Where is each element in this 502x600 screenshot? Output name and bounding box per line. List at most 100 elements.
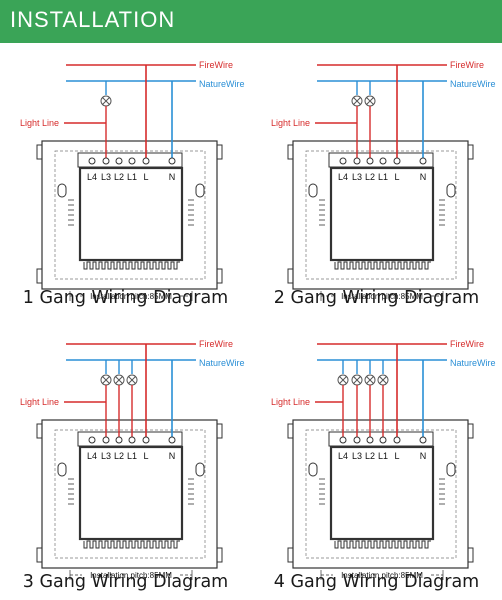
page-title: INSTALLATION — [10, 7, 176, 32]
mount-tab — [287, 268, 294, 284]
inner-frame — [54, 150, 206, 280]
comb-teeth — [83, 540, 180, 549]
mount-tab — [287, 144, 294, 160]
switch-module — [78, 445, 184, 541]
terminal-label-l3: L3 — [352, 172, 362, 182]
comb-teeth — [83, 261, 180, 270]
lamp-cross — [379, 376, 387, 384]
terminal-screw — [339, 157, 347, 165]
switch-module — [329, 445, 435, 541]
terminal-screw — [353, 436, 361, 444]
terminal-screw — [379, 436, 387, 444]
terminal-label-l: L — [143, 172, 148, 182]
terminal-label-l1: L1 — [127, 451, 137, 461]
inner-frame — [54, 429, 206, 559]
terminal-label-l2: L2 — [365, 451, 375, 461]
terminal-label-l1: L1 — [378, 172, 388, 182]
mount-tab — [36, 268, 43, 284]
terminal-screw — [366, 436, 374, 444]
terminal-screw — [353, 157, 361, 165]
wall-plate — [41, 419, 218, 569]
pitch-label-bg — [82, 569, 180, 580]
wall-plate — [292, 419, 469, 569]
comb-teeth — [334, 540, 431, 549]
naturewire-label: NatureWire — [199, 358, 245, 368]
firewire-label: FireWire — [199, 339, 233, 349]
terminal-screw — [128, 436, 136, 444]
diagram-caption: 2 Gang Wiring Diagram — [273, 288, 480, 308]
screw-slot — [57, 462, 67, 477]
terminal-label-l4: L4 — [338, 451, 348, 461]
terminal-screw — [88, 157, 96, 165]
pitch-label: Installation pitch:85MM — [341, 571, 423, 580]
terminal-label-l2: L2 — [114, 451, 124, 461]
lamp-cross — [115, 376, 123, 384]
terminal-screw — [102, 157, 110, 165]
wall-plate — [41, 140, 218, 290]
terminal-screw — [115, 157, 123, 165]
terminal-label-n: N — [169, 172, 176, 182]
terminal-screw — [142, 436, 150, 444]
mount-tab — [467, 144, 474, 160]
lamp-cross — [102, 97, 110, 105]
light-line-label: Light Line — [271, 118, 310, 128]
mount-tab — [36, 423, 43, 439]
inner-frame — [305, 150, 457, 280]
lamp-cross — [353, 376, 361, 384]
mount-tab — [216, 547, 223, 563]
mount-tab — [216, 423, 223, 439]
terminal-label-l2: L2 — [365, 172, 375, 182]
terminal-label-l: L — [143, 451, 148, 461]
terminal-label-l3: L3 — [352, 451, 362, 461]
header-banner: INSTALLATION — [0, 0, 502, 43]
switch-module — [329, 166, 435, 262]
pitch-label-bg — [333, 569, 431, 580]
terminal-screw — [128, 157, 136, 165]
terminal-label-n: N — [169, 451, 176, 461]
pitch-label-bg — [333, 290, 431, 301]
terminal-screw — [339, 436, 347, 444]
terminal-label-l1: L1 — [127, 172, 137, 182]
diagram-caption: 4 Gang Wiring Diagram — [273, 572, 480, 592]
naturewire-label: NatureWire — [450, 79, 496, 89]
lamp-cross — [128, 376, 136, 384]
terminal-label-l4: L4 — [87, 451, 97, 461]
pitch-label: Installation pitch:85MM — [341, 292, 423, 301]
screw-slot — [195, 183, 205, 198]
naturewire-label: NatureWire — [199, 79, 245, 89]
pitch-label: Installation pitch:85MM — [90, 571, 172, 580]
mount-tab — [287, 547, 294, 563]
screw-slot — [308, 462, 318, 477]
screw-slot — [57, 183, 67, 198]
firewire-label: FireWire — [450, 339, 484, 349]
lamp-cross — [366, 376, 374, 384]
diagram-caption: 1 Gang Wiring Diagram — [22, 288, 229, 308]
firewire-label: FireWire — [450, 60, 484, 70]
terminal-label-l1: L1 — [378, 451, 388, 461]
terminal-screw — [102, 436, 110, 444]
terminal-label-n: N — [420, 451, 427, 461]
terminal-label-n: N — [420, 172, 427, 182]
wall-plate — [292, 140, 469, 290]
light-line-label: Light Line — [271, 397, 310, 407]
terminal-label-l4: L4 — [87, 172, 97, 182]
mount-tab — [216, 268, 223, 284]
lamp-cross — [339, 376, 347, 384]
terminal-label-l: L — [394, 172, 399, 182]
terminal-screw — [379, 157, 387, 165]
terminal-screw — [88, 436, 96, 444]
mount-tab — [467, 423, 474, 439]
pitch-label: Installation pitch:85MM — [90, 292, 172, 301]
mount-tab — [36, 144, 43, 160]
mount-tab — [36, 547, 43, 563]
terminal-label-l: L — [394, 451, 399, 461]
